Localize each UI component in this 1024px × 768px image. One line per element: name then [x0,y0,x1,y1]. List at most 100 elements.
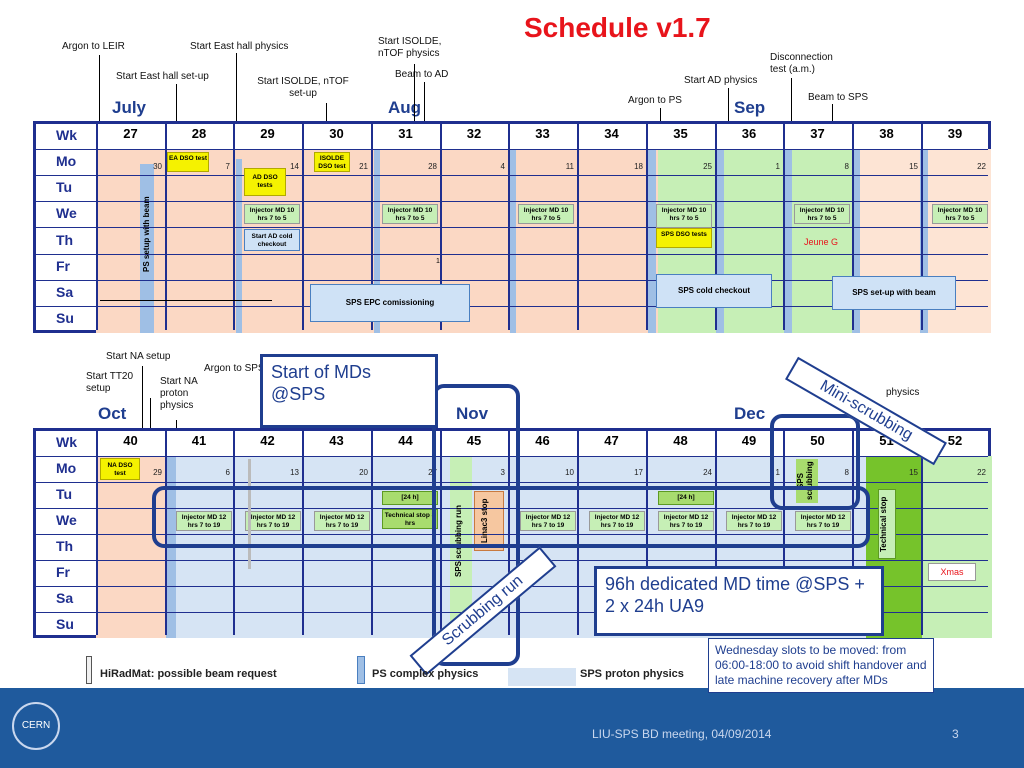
sps-epc-box: SPS EPC comissioning [310,284,470,322]
month-sep: Sep [734,98,766,117]
cern-logo-icon: CERN [12,702,60,750]
week-49: 49 [741,433,757,448]
start-ad-cold-box: Start AD cold checkout [244,229,300,251]
week-48: 48 [673,433,688,448]
day-su: Su [56,310,74,326]
jeune-g-label: Jeune G [804,237,839,247]
annotation-physics: physics [886,387,920,398]
h24-box: [24 h] [658,491,714,505]
isolde-dso-box: ISOLDE DSO test [314,152,350,172]
date: 7 [225,162,230,171]
footer-meeting: LIU-SPS BD meeting, 04/09/2014 [592,727,772,741]
date: 17 [634,468,643,477]
month-dec: Dec [734,404,766,423]
week-47: 47 [604,433,619,448]
month-oct: Oct [98,404,127,423]
date: 6 [225,468,230,477]
week-44: 44 [398,433,413,448]
tech-stop-8-box: Technical stop 8 hrs [382,509,438,529]
injector-md-box: Injector MD 12 hrs 7 to 19 [795,511,851,531]
week-45: 45 [466,433,482,448]
legend-sps-proton: SPS proton physics [580,668,684,680]
header-wk: Wk [56,434,77,450]
mini-scrubbing-ring [770,414,860,510]
day-th: Th [56,232,74,248]
injector-md-box: Injector MD 10 hrs 7 to 5 [794,204,850,224]
injector-md-box: Injector MD 12 hrs 7 to 19 [589,511,645,531]
week-35: 35 [673,126,688,141]
annotation-disconnection: Disconnection test (a.m.) [770,52,833,75]
date: 8 [844,162,849,171]
week-40: 40 [123,433,138,448]
date: 29 [153,468,162,477]
day-mo: Mo [56,460,77,476]
date: 22 [977,468,986,477]
date: 1 [775,162,780,171]
injector-md-box: Injector MD 10 hrs 7 to 5 [932,204,988,224]
date: 11 [565,162,574,171]
date: 4 [500,162,505,171]
xmas-label: Xmas [928,563,976,581]
injector-md-box: Injector MD 10 hrs 7 to 5 [656,204,712,228]
md-highlight-ring [152,486,870,548]
day-tu: Tu [56,179,73,195]
week-29: 29 [260,126,275,141]
month-nov: Nov [456,404,489,423]
date: 20 [359,468,368,477]
day-mo: Mo [56,153,77,169]
sps-dso-box: SPS DSO tests [656,228,712,248]
annotation-beam-sps: Beam to SPS [808,92,869,103]
date: 15 [909,162,918,171]
h24-box: [24 h] [382,491,438,505]
sps-cold-box: SPS cold checkout [656,274,772,308]
injector-md-box: Injector MD 10 hrs 7 to 5 [382,204,438,224]
scrubbing-ring [432,384,520,666]
start-mds-callout: Start of MDs @SPS [260,354,438,428]
ad-dso-box: AD DSO tests [244,168,286,196]
date: 21 [359,162,368,171]
day-su: Su [56,616,74,632]
week-36: 36 [741,126,757,141]
annotation-isolde-physics: Start ISOLDE, nTOF physics [378,36,442,59]
day-fr: Fr [56,258,70,274]
week-38: 38 [879,126,894,141]
annotation-beam-ad: Beam to AD [395,69,449,80]
annotation-argon-sps: Argon to SPS [204,363,265,374]
day-tu: Tu [56,486,73,502]
annotation-east-hall-physics: Start East hall physics [190,41,289,52]
day-th: Th [56,538,74,554]
month-july: July [112,98,147,117]
annotation-tt20: Start TT20 setup [86,371,134,394]
date: 13 [290,468,299,477]
annotation-na-proton: Start NA proton physics [160,376,198,411]
week-41: 41 [191,433,207,448]
day-we: We [56,512,77,528]
injector-md-box: Injector MD 10 hrs 7 to 5 [518,204,574,224]
week-39: 39 [947,126,963,141]
ps-setup-label: PS setup with beam [142,196,151,272]
sps-setup-box: SPS set-up with beam [832,276,956,310]
date: 3 [500,468,505,477]
date: 28 [428,162,437,171]
legend-hiradmat: HiRadMat: possible beam request [100,668,277,680]
date: 1 [775,468,780,477]
ea-dso-box: EA DSO test [167,152,209,172]
md-time-callout: 96h dedicated MD time @SPS + 2 x 24h UA9 [594,566,884,636]
annotation-argon-leir: Argon to LEIR [62,41,125,52]
annotation-na-setup: Start NA setup [106,351,171,362]
annotation-ad-physics: Start AD physics [684,75,758,86]
week-30: 30 [329,126,344,141]
week-28: 28 [191,126,207,141]
footer-page-number: 3 [952,727,959,741]
day-fr: Fr [56,564,70,580]
week-52: 52 [947,433,963,448]
injector-md-box: Injector MD 12 hrs 7 to 19 [520,511,576,531]
date: 8 [844,468,849,477]
date: 25 [703,162,712,171]
legend-ps-complex: PS complex physics [372,668,479,680]
injector-md-box: Injector MD 12 hrs 7 to 19 [726,511,782,531]
date: 14 [290,162,299,171]
annotation-isolde-setup: Start ISOLDE, nTOF set-up [257,76,349,99]
injector-md-box: Injector MD 10 hrs 7 to 5 [244,204,300,224]
injector-md-box: Injector MD 12 hrs 7 to 19 [314,511,370,531]
